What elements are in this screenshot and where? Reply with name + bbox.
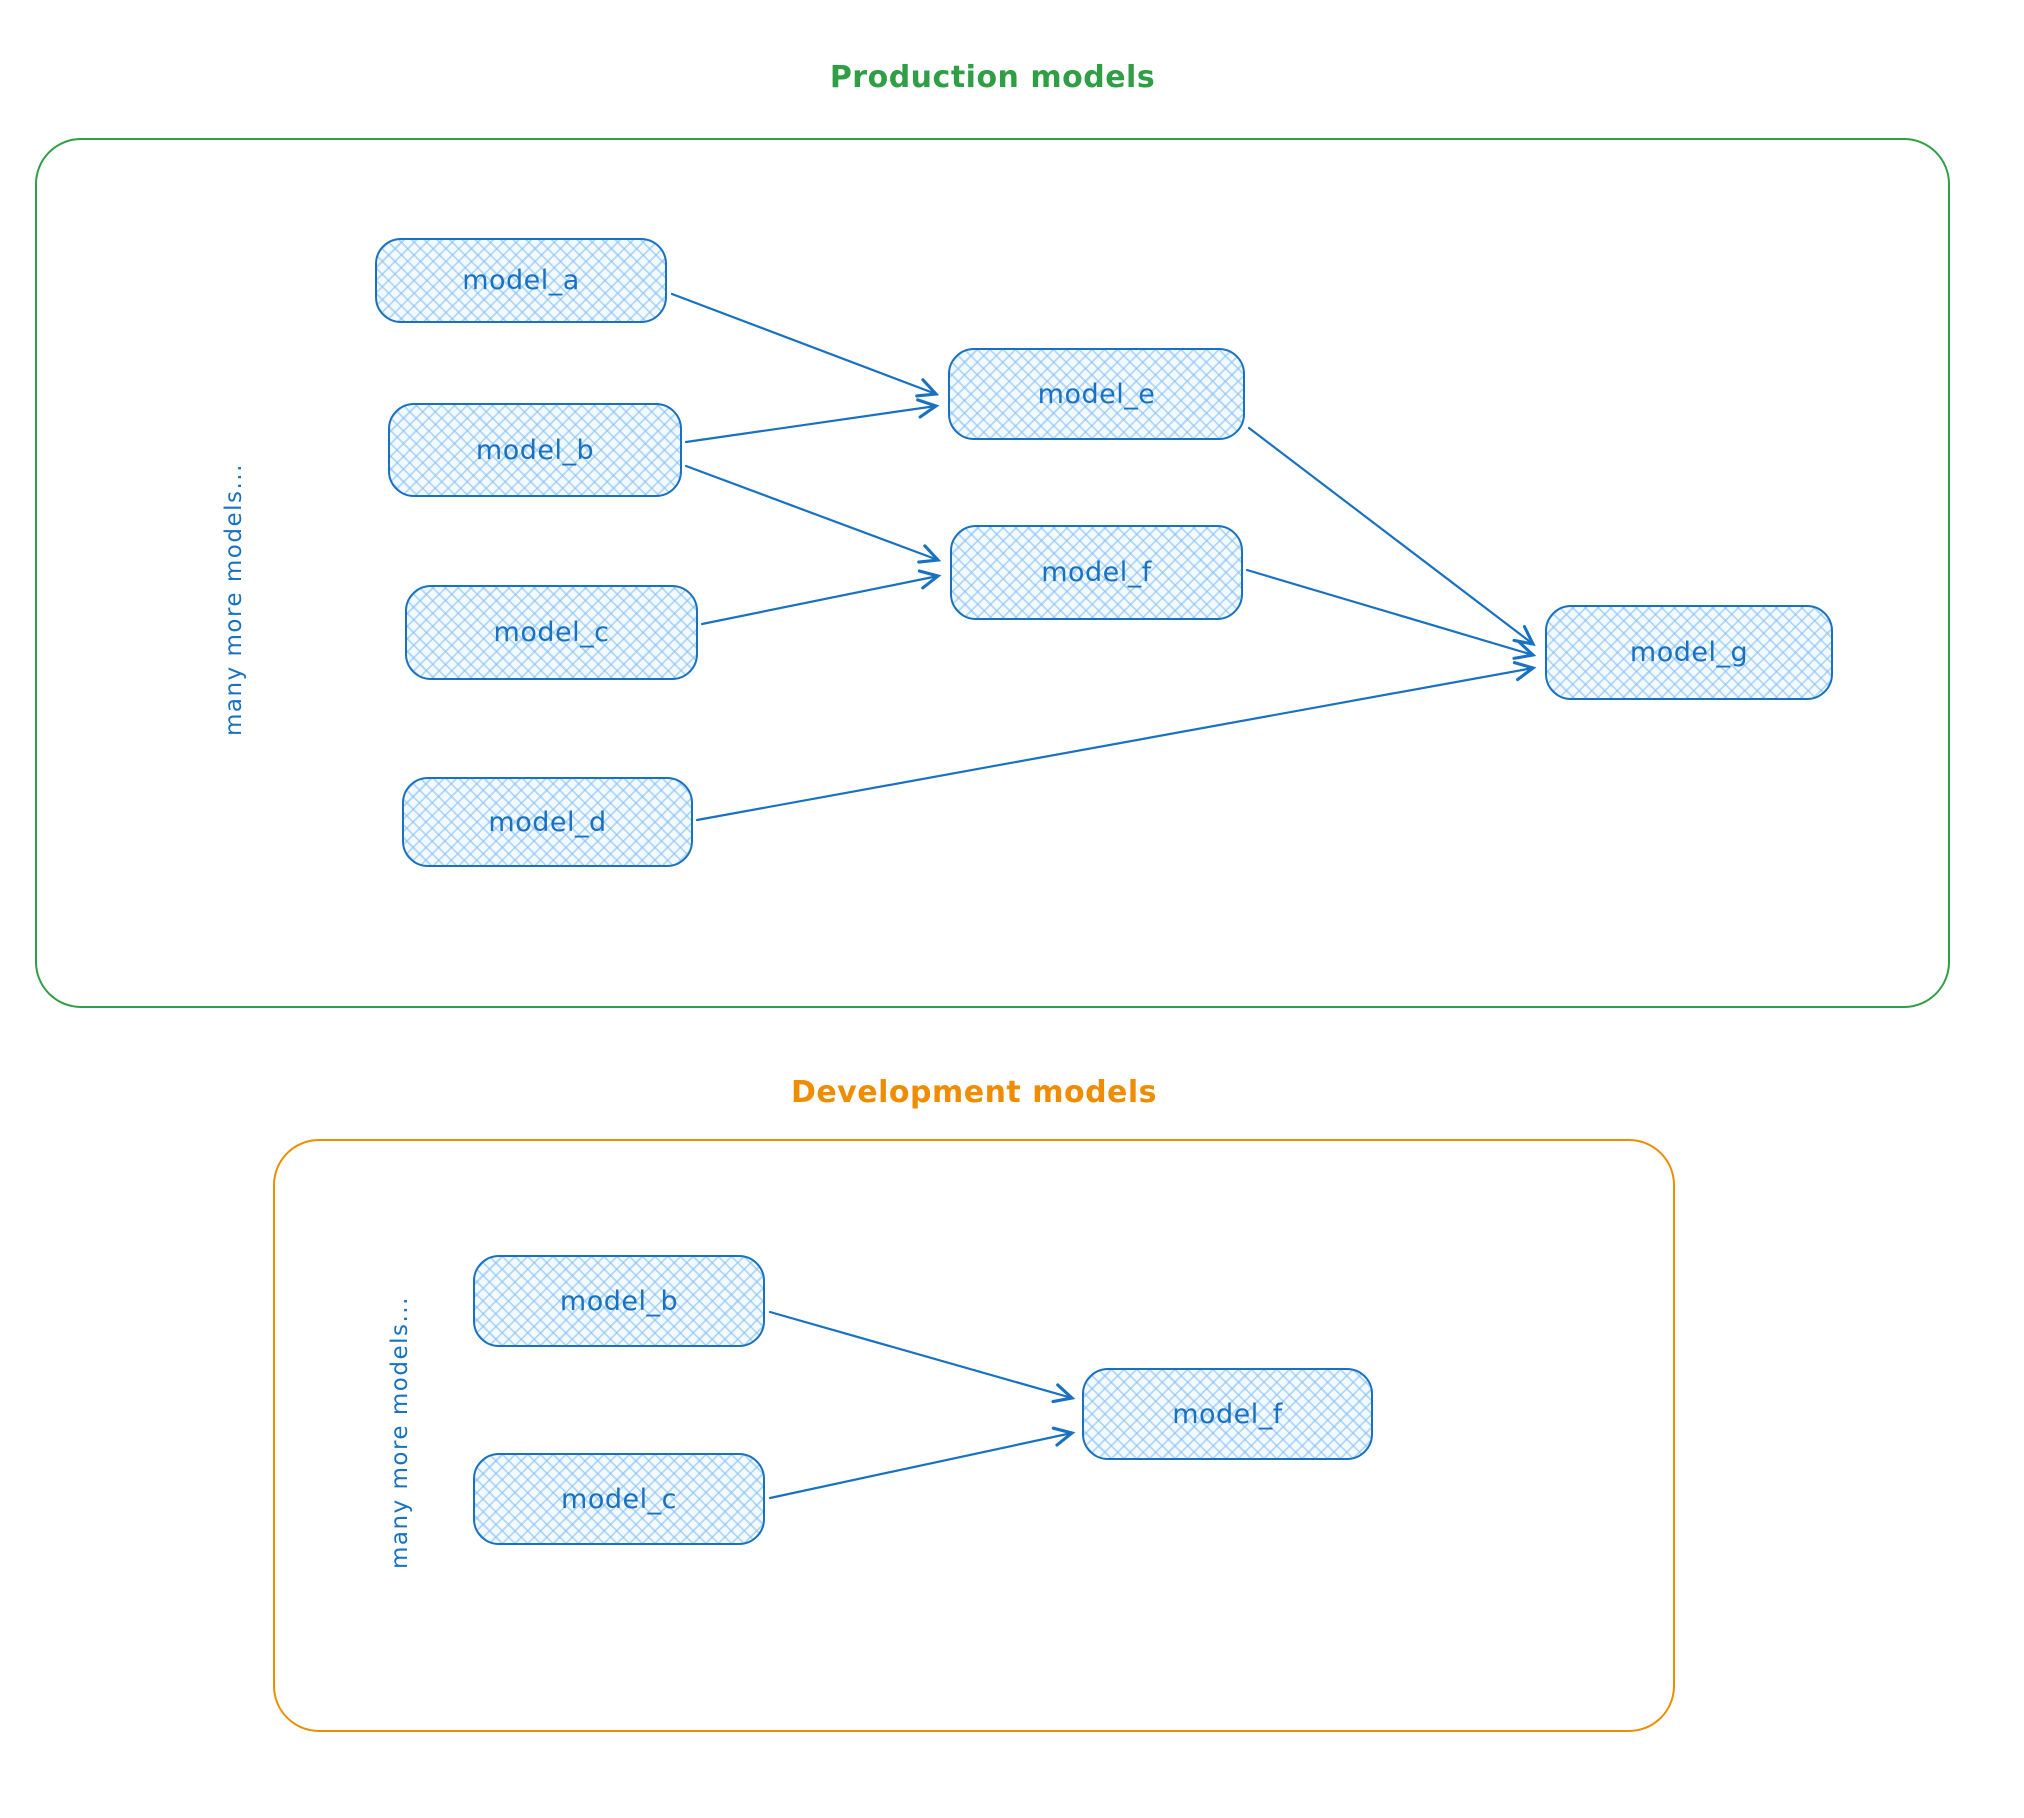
node-label: model_b [475,434,595,466]
node-production-model-a: model_a [375,238,667,323]
node-development-model-c: model_c [473,1453,765,1545]
node-label: model_c [493,617,610,648]
node-label: model_g [1629,637,1749,668]
node-production-model-g: model_g [1545,605,1833,700]
node-label: model_d [488,806,607,838]
node-label: model_e [1037,378,1156,410]
node-label: model_c [561,1483,677,1515]
production-section-title: Production models [829,60,1156,95]
development-container [273,1139,1675,1732]
production-side-label: many more models... [221,463,247,737]
development-section-title: Development models [790,1075,1158,1110]
production-container [35,138,1950,1008]
development-side-label: many more models... [387,1296,413,1569]
node-production-model-d: model_d [402,777,693,867]
node-label: model_a [462,265,580,296]
node-development-model-f: model_f [1082,1368,1373,1460]
node-label: model_b [559,1285,679,1317]
node-production-model-c: model_c [405,585,698,680]
node-label: model_f [1172,1398,1283,1430]
node-development-model-b: model_b [473,1255,765,1347]
node-production-model-e: model_e [948,348,1245,440]
node-label: model_f [1041,557,1152,588]
node-production-model-f: model_f [950,525,1243,620]
node-production-model-b: model_b [388,403,682,497]
